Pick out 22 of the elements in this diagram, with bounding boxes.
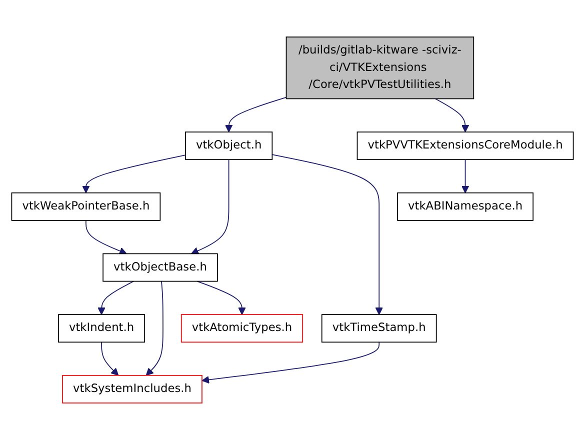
node-box: vtkWeakPointerBase.h (11, 192, 161, 221)
node-box: vtkAtomicTypes.h (180, 314, 304, 343)
arrow (98, 280, 134, 315)
node-box: vtkPVVTKExtensionsCoreModule.h (356, 132, 574, 160)
node-box: vtkTimeStamp.h (321, 314, 437, 343)
node-box: vtkABINamespace.h (397, 192, 534, 221)
node-box: /builds/gitlab-kitware -sciviz-ci/VTKExtensions /Core/vtkPVTestUtilities.h (286, 36, 474, 100)
arrow (224, 96, 287, 132)
arrow (86, 220, 127, 255)
node-box: vtkIndent.h (58, 314, 146, 343)
arrow (272, 154, 383, 315)
arrow (146, 280, 164, 376)
node-box: vtkObject.h (185, 132, 273, 160)
arrow (196, 280, 246, 315)
node-box: vtkObjectBase.h (102, 253, 218, 282)
arrow (434, 98, 470, 132)
node-box: vtkSystemIncludes.h (62, 374, 202, 404)
arrow (202, 342, 380, 384)
arrow (82, 154, 186, 194)
arrow (461, 159, 470, 194)
arrow (101, 342, 119, 376)
arrow (190, 159, 230, 254)
